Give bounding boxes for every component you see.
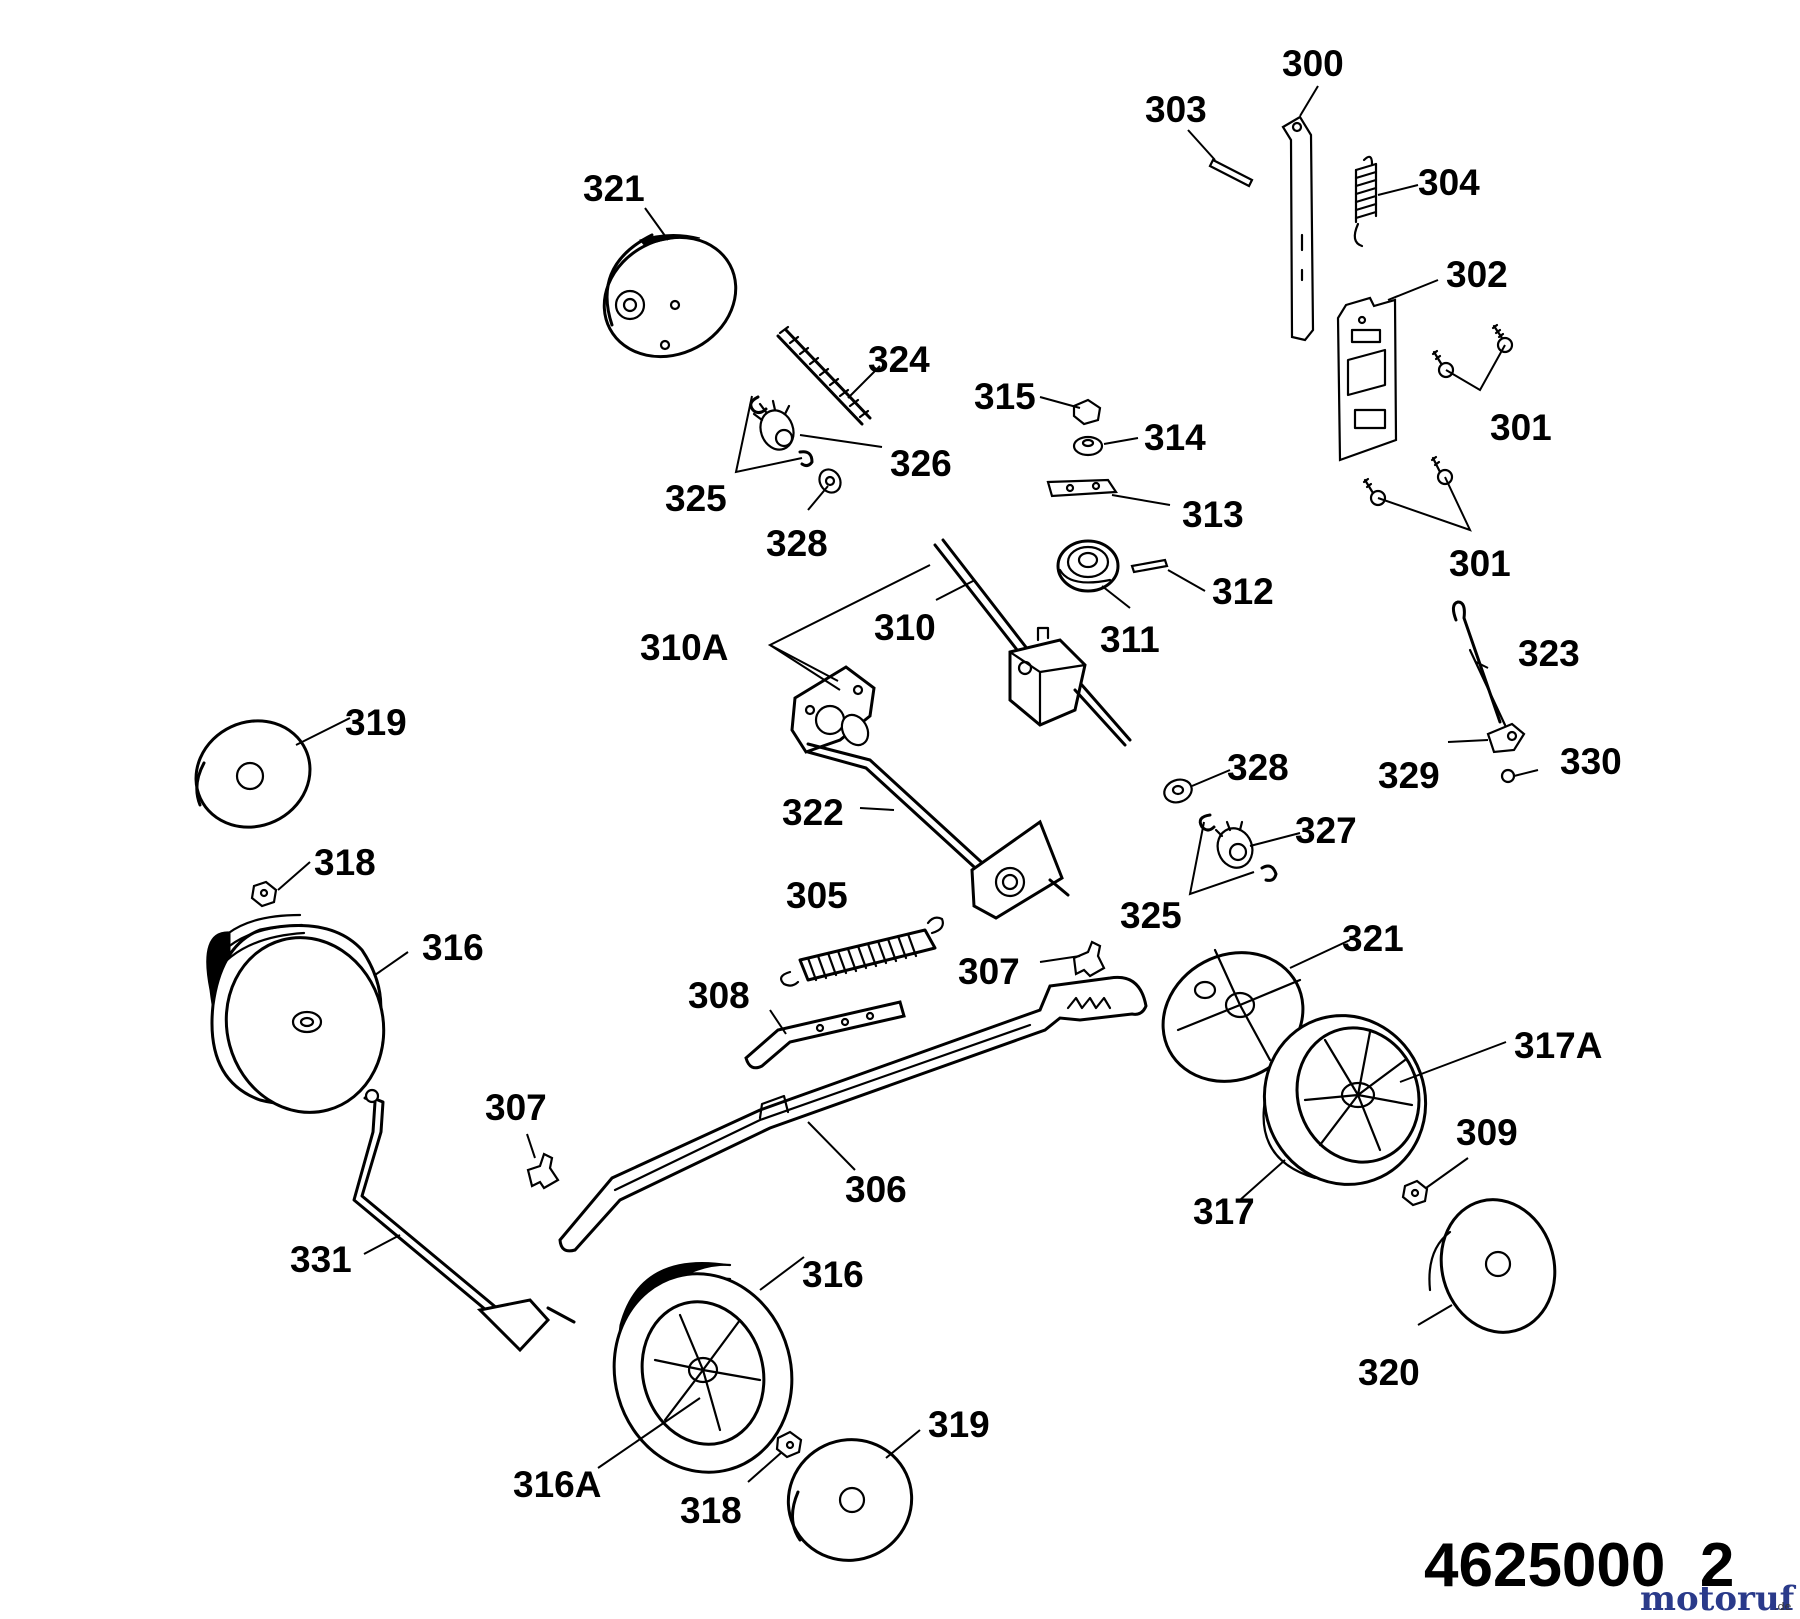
part-316-wheel-lower	[612, 1262, 794, 1474]
part-322-drive-rod	[806, 742, 1070, 920]
part-304-spring	[1353, 155, 1378, 248]
part-310A-bracket	[790, 665, 876, 754]
callout-321-upper: 321	[583, 168, 645, 209]
callout-319-upper: 319	[345, 702, 407, 743]
leader-lines	[277, 85, 1539, 1483]
callout-302: 302	[1446, 254, 1508, 295]
callout-328-lower: 328	[1227, 747, 1289, 788]
callout-316A: 316A	[513, 1464, 601, 1505]
part-308-strip	[744, 1000, 906, 1070]
part-328-washer-lower	[1163, 778, 1193, 804]
part-329-link-plate	[1486, 722, 1526, 754]
callout-316-upper: 316	[422, 927, 484, 968]
part-303-pin	[1208, 158, 1254, 188]
callout-325-upper: 325	[665, 478, 727, 519]
callout-331: 331	[290, 1239, 352, 1280]
callout-316-lower: 316	[802, 1254, 864, 1295]
callout-329: 329	[1378, 755, 1440, 796]
part-314-washer	[1072, 435, 1104, 457]
callout-330: 330	[1560, 741, 1622, 782]
callout-301-upper: 301	[1490, 407, 1552, 448]
part-325-clips-upper	[749, 395, 814, 468]
callout-321-lower: 321	[1342, 918, 1404, 959]
callout-312: 312	[1212, 571, 1274, 612]
part-327-gear-lower	[1214, 820, 1254, 869]
callout-301-lower: 301	[1449, 543, 1511, 584]
part-300-bracket-bar	[1281, 115, 1315, 342]
callout-308: 308	[688, 975, 750, 1016]
callout-300: 300	[1282, 43, 1344, 84]
part-312-key	[1130, 558, 1169, 574]
part-316-wheel-upper	[206, 913, 386, 1114]
part-326-gear-upper	[752, 399, 795, 451]
watermark-word: motoruf	[1640, 1579, 1797, 1619]
callout-324: 324	[868, 339, 930, 380]
callout-319-lower: 319	[928, 1404, 990, 1445]
part-315-nut	[1072, 398, 1102, 426]
part-321-upper-disc	[602, 233, 738, 359]
part-313-bar	[1046, 478, 1118, 498]
callout-318-lower: 318	[680, 1490, 742, 1531]
part-318-nut-lower	[775, 1430, 803, 1459]
callout-313: 313	[1182, 494, 1244, 535]
callout-311: 311	[1100, 619, 1160, 660]
callout-325-lower: 325	[1120, 895, 1182, 936]
callout-labels: 300 303 304 302 301 301 321 324 315 314 …	[290, 43, 1622, 1531]
part-310-gearbox	[933, 538, 1132, 747]
callout-328-upper: 328	[766, 523, 828, 564]
callout-317A: 317A	[1514, 1025, 1602, 1066]
part-331-crank-rod	[352, 1088, 576, 1353]
callout-322: 322	[782, 792, 844, 833]
callout-323: 323	[1518, 633, 1580, 674]
part-306-handle-lever	[558, 975, 1148, 1253]
part-307-clip-right	[1072, 940, 1106, 978]
part-321-lower-disc	[1161, 948, 1305, 1083]
callout-318-upper: 318	[314, 842, 376, 883]
callout-304: 304	[1418, 162, 1480, 203]
callout-310A: 310A	[640, 627, 728, 668]
callout-327: 327	[1295, 810, 1357, 851]
part-305-spring	[780, 916, 944, 987]
callout-314: 314	[1144, 417, 1206, 458]
part-320-hubcap-right	[1428, 1198, 1557, 1334]
part-319-hubcap-upper	[194, 719, 312, 829]
watermark-tld: .de	[1774, 1600, 1791, 1613]
callout-310: 310	[874, 607, 936, 648]
callout-317: 317	[1193, 1191, 1255, 1232]
callout-309: 309	[1456, 1112, 1518, 1153]
callout-303: 303	[1145, 89, 1207, 130]
part-309-nut	[1401, 1179, 1429, 1207]
callout-307-right: 307	[958, 951, 1020, 992]
document-number: 4625000 2	[1424, 1531, 1734, 1600]
part-324-threaded-rod	[776, 325, 872, 426]
callout-307-left: 307	[485, 1087, 547, 1128]
callout-320: 320	[1358, 1352, 1420, 1393]
part-302-mounting-plate	[1336, 296, 1398, 462]
watermark-logo: motoruf .de	[1640, 1579, 1797, 1619]
part-318-nut-upper	[250, 880, 278, 908]
callout-305: 305	[786, 875, 848, 916]
callout-326: 326	[890, 443, 952, 484]
part-307-clip-left	[526, 1152, 560, 1190]
part-328-washer-upper	[818, 468, 842, 494]
callout-315: 315	[974, 376, 1036, 417]
part-317-wheel-right	[1262, 1014, 1428, 1186]
part-319-hubcap-lower	[786, 1438, 914, 1562]
part-330-nut	[1500, 768, 1516, 784]
part-311-pulley	[1056, 539, 1120, 593]
part-325-clips-lower	[1198, 813, 1278, 882]
callout-306: 306	[845, 1169, 907, 1210]
